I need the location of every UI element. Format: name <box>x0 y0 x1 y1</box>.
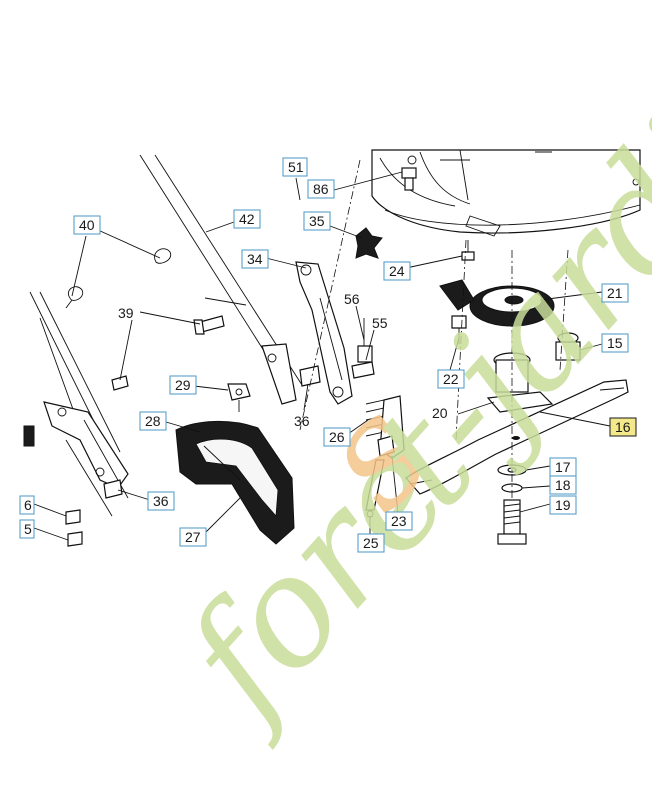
label-39: 39 <box>118 305 134 321</box>
svg-text:27: 27 <box>185 529 201 545</box>
blade-16 <box>405 379 629 495</box>
label-55: 55 <box>372 315 388 331</box>
label-16: 16 <box>609 417 637 437</box>
svg-text:36: 36 <box>153 493 169 509</box>
svg-text:35: 35 <box>309 213 325 229</box>
label-6: 6 <box>19 495 35 515</box>
svg-text:28: 28 <box>145 413 161 429</box>
pivot-bracket <box>295 261 353 405</box>
svg-text:40: 40 <box>79 217 95 233</box>
chute <box>175 421 295 545</box>
svg-text:21: 21 <box>607 285 623 301</box>
bracket-23 <box>377 395 405 459</box>
svg-text:15: 15 <box>607 335 623 351</box>
svg-text:51: 51 <box>288 159 304 175</box>
svg-text:19: 19 <box>555 497 571 513</box>
label-27: 27 <box>179 527 207 547</box>
label-23: 23 <box>385 511 413 531</box>
axis-lines <box>299 159 569 500</box>
label-35: 35 <box>303 211 331 231</box>
svg-text:26: 26 <box>329 429 345 445</box>
left-bracket <box>23 401 129 517</box>
bolt-22 <box>451 315 467 344</box>
handle-mount <box>261 343 297 405</box>
svg-text:34: 34 <box>247 251 263 267</box>
svg-text:16: 16 <box>615 419 631 435</box>
label-5: 5 <box>19 519 35 539</box>
label-34: 34 <box>241 249 269 269</box>
label-18: 18 <box>549 475 577 495</box>
label-51: 51 <box>282 157 308 177</box>
mower-deck <box>371 149 641 237</box>
svg-text:23: 23 <box>391 513 407 529</box>
part-labels: 51 86 40 42 35 34 24 21 <box>19 157 637 553</box>
svg-text:36: 36 <box>294 413 310 429</box>
label-86: 86 <box>307 179 335 199</box>
label-21: 21 <box>601 283 629 303</box>
bolt-39 <box>111 315 225 391</box>
svg-text:24: 24 <box>389 263 405 279</box>
label-40: 40 <box>73 215 101 235</box>
leader-lines <box>33 171 611 541</box>
nut-29 <box>227 383 251 412</box>
svg-text:39: 39 <box>118 305 134 321</box>
bolt-19 <box>497 499 527 545</box>
svg-text:17: 17 <box>555 459 571 475</box>
label-26: 26 <box>323 427 351 447</box>
bolts-left <box>65 479 123 547</box>
label-36a: 36 <box>294 413 310 429</box>
label-42: 42 <box>233 209 261 229</box>
svg-text:29: 29 <box>175 377 191 393</box>
label-20: 20 <box>432 405 448 421</box>
label-25: 25 <box>357 533 385 553</box>
label-17: 17 <box>549 457 577 477</box>
svg-text:5: 5 <box>24 521 32 537</box>
label-15: 15 <box>601 333 629 353</box>
knob-35 <box>355 227 383 259</box>
label-28: 28 <box>139 411 167 431</box>
svg-text:86: 86 <box>313 181 329 197</box>
label-22: 22 <box>437 369 465 389</box>
label-56: 56 <box>344 291 360 307</box>
label-36b: 36 <box>147 491 175 511</box>
bolt-15 <box>555 332 581 361</box>
svg-text:56: 56 <box>344 291 360 307</box>
label-19: 19 <box>549 495 577 515</box>
bolts-56-55 <box>351 318 375 379</box>
svg-text:22: 22 <box>443 371 459 387</box>
svg-text:42: 42 <box>239 211 255 227</box>
watermark: fore s t-jardin.com <box>146 0 652 754</box>
svg-text:6: 6 <box>24 497 32 513</box>
svg-text:20: 20 <box>432 405 448 421</box>
bolt-24 <box>461 240 475 261</box>
svg-text:18: 18 <box>555 477 571 493</box>
label-29: 29 <box>169 375 197 395</box>
spring-26 <box>365 399 385 437</box>
label-24: 24 <box>383 261 411 281</box>
bolt-36a <box>299 365 321 387</box>
svg-text:25: 25 <box>363 535 379 551</box>
svg-text:55: 55 <box>372 315 388 331</box>
spring-40 <box>65 248 172 309</box>
bolt-86 <box>401 167 417 191</box>
